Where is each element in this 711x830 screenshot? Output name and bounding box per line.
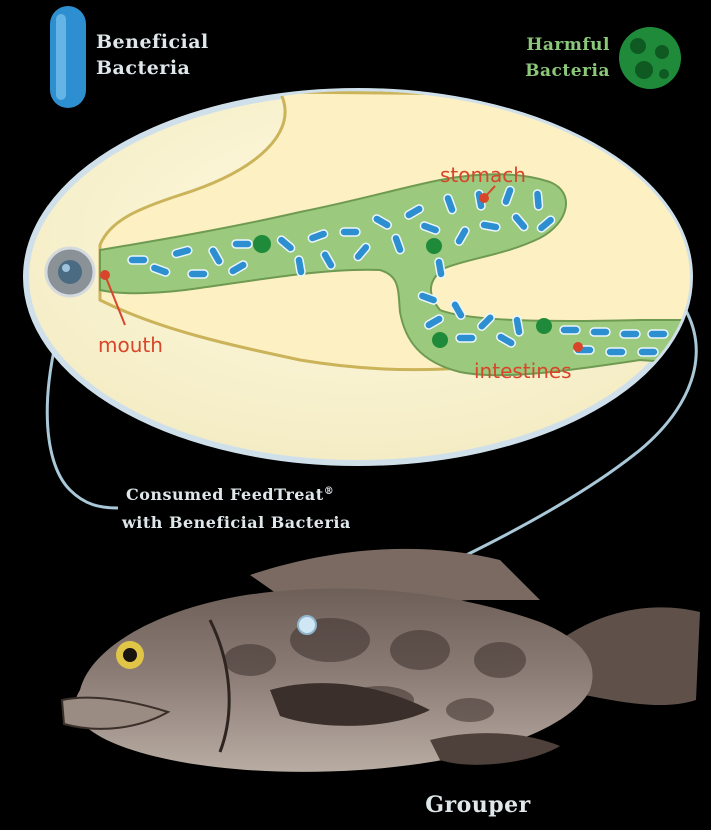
consumed-caption: Consumed FeedTreat® with Beneficial Bact… <box>121 485 351 532</box>
intestines-label: intestines <box>474 359 572 383</box>
harmful-label-line1: Harmful <box>526 35 610 55</box>
magnified-view: stomach mouth intestines <box>26 91 700 463</box>
harmful-bacteria-legend: Harmful Bacteria <box>525 27 681 89</box>
harmful-bacterium-icon <box>619 27 681 89</box>
consumed-line2: with Beneficial Bacteria <box>121 513 351 532</box>
stomach-label: stomach <box>440 163 526 187</box>
grouper-label: Grouper <box>425 792 531 818</box>
svg-text:Consumed FeedTreat®: Consumed FeedTreat® <box>126 485 334 504</box>
fish-connection-point <box>298 616 316 634</box>
intestines-marker <box>573 342 583 352</box>
beneficial-label-line2: Bacteria <box>96 57 190 79</box>
beneficial-bacteria-legend: Beneficial Bacteria <box>50 6 209 108</box>
mouth-label: mouth <box>98 333 163 357</box>
registered-mark: ® <box>324 486 335 497</box>
feedtreat-pellet-icon <box>46 248 94 296</box>
consumed-line1: Consumed FeedTreat <box>126 485 324 504</box>
beneficial-bacterium-icon <box>50 6 86 108</box>
harmful-label-line2: Bacteria <box>525 61 610 81</box>
grouper-fish-illustration <box>62 549 700 772</box>
beneficial-label-line1: Beneficial <box>96 31 209 53</box>
